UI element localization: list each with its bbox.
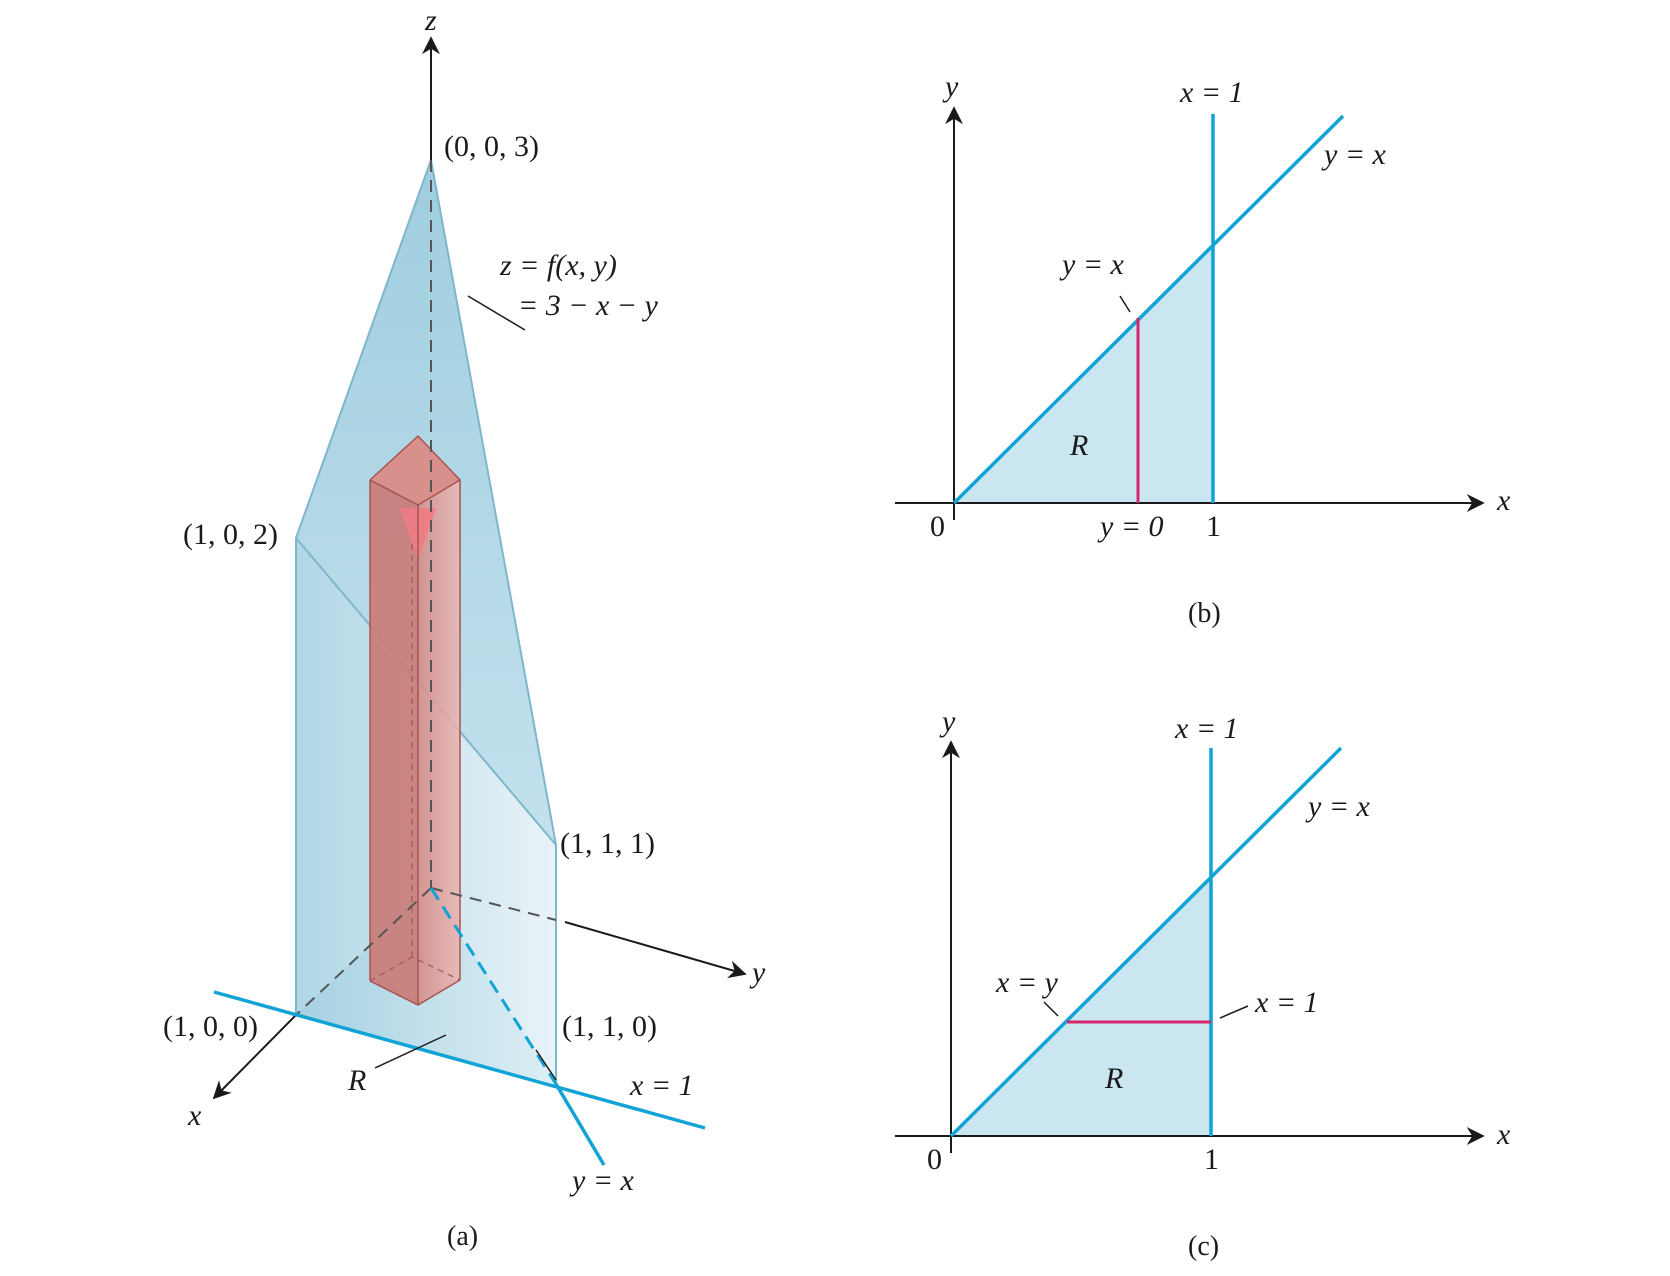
label-y-axis: y: [939, 705, 956, 738]
label-x-equals-1: x = 1: [629, 1069, 694, 1102]
label-point-100: (1, 0, 0): [163, 1010, 258, 1043]
label-surface-eq-2: = 3 − x − y: [518, 289, 659, 322]
line-y-equals-x: [949, 746, 1343, 1138]
tick-label-1: 1: [1206, 510, 1221, 543]
label-region-r: R: [1069, 429, 1088, 462]
label-x-equals-1: x = 1: [1179, 76, 1244, 109]
label-surface-eq-1: z = f(x, y): [499, 249, 617, 282]
label-slice-right: x = 1: [1254, 986, 1319, 1019]
column-prism: [369, 434, 462, 1006]
label-z-axis: z: [424, 4, 437, 37]
label-slice-bottom: y = 0: [1097, 510, 1164, 543]
label-region-r: R: [1104, 1062, 1123, 1095]
line-y-equals-x: [952, 114, 1345, 505]
label-point-111: (1, 1, 1): [560, 827, 655, 860]
label-y-axis: y: [942, 70, 959, 103]
label-point-102: (1, 0, 2): [183, 518, 278, 551]
label-y-equals-x: y = x: [1321, 138, 1387, 171]
label-point-110: (1, 1, 0): [562, 1010, 657, 1043]
label-slice-top: y = x: [1059, 248, 1125, 281]
label-slice-left: x = y: [995, 966, 1059, 999]
caption-b: (b): [1188, 598, 1221, 629]
panel-b-vertical-slice: y x 0 1 x = 1 y = x y = x y = 0 R (b): [895, 70, 1511, 629]
y-axis: [564, 921, 747, 979]
line-y-equals-x: [554, 1083, 606, 1166]
caption-a: (a): [447, 1221, 478, 1252]
x-axis: [212, 1014, 297, 1100]
label-point-003: (0, 0, 3): [444, 130, 539, 163]
panel-c-horizontal-slice: y x 0 1 x = 1 y = x x = y x = 1 R (c): [895, 705, 1511, 1262]
label-origin: 0: [927, 1143, 942, 1176]
label-x-axis: x: [1496, 484, 1511, 517]
label-y-axis: y: [749, 956, 766, 989]
tick-label-1: 1: [1204, 1143, 1219, 1176]
label-x-axis: x: [187, 1099, 202, 1132]
label-origin: 0: [930, 510, 945, 543]
label-x-equals-1: x = 1: [1174, 712, 1239, 745]
label-region-r: R: [347, 1064, 366, 1097]
label-y-equals-x: y = x: [569, 1164, 635, 1197]
line-x-equals-1: [213, 990, 706, 1130]
hidden-yx-edge: [429, 887, 558, 1085]
label-x-axis: x: [1496, 1118, 1511, 1151]
label-y-equals-x: y = x: [1305, 790, 1371, 823]
panel-a-3d-solid: z y x (0, 0, 3) (1, 0, 2) (1, 1, 1) (1, …: [163, 4, 766, 1252]
caption-c: (c): [1188, 1231, 1219, 1262]
